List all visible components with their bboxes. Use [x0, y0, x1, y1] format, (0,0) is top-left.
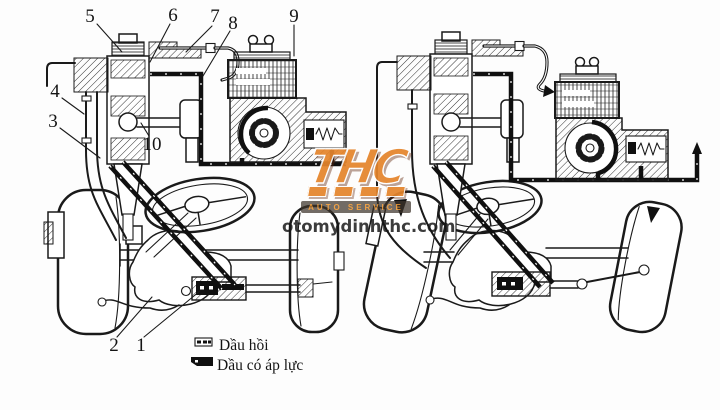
callout-3: 3 — [48, 111, 58, 132]
return-pipe-top-right — [482, 40, 555, 97]
callout-leaders — [59, 23, 295, 338]
power-cylinder-right — [491, 271, 551, 297]
callout-4: 4 — [50, 81, 60, 102]
callout-1: 1 — [136, 335, 146, 356]
callout-9: 9 — [289, 6, 299, 27]
callout-5: 5 — [85, 6, 95, 27]
callout-6: 6 — [168, 5, 178, 26]
legend-label-pressure-oil: Dầu có áp lực — [217, 357, 303, 374]
legend: Dầu hồi Dầu có áp lực — [191, 337, 303, 374]
callout-10: 10 — [143, 134, 162, 155]
legend-pressure-oil: Dầu có áp lực — [191, 357, 303, 374]
pressure-lines-right — [431, 71, 702, 289]
reservoir-and-pump — [227, 34, 347, 165]
steering-wheel — [144, 176, 256, 234]
reservoir-and-pump-right — [554, 56, 669, 181]
callout-2: 2 — [109, 335, 119, 356]
callout-7: 7 — [210, 6, 220, 27]
right-diagram — [362, 31, 702, 334]
return-hoses — [46, 62, 127, 241]
callout-labels: 5 6 7 8 9 4 3 10 2 1 — [48, 5, 299, 356]
legend-label-return-oil: Dầu hồi — [219, 337, 269, 354]
left-front-wheel — [43, 188, 130, 336]
left-diagram: 5 6 7 8 9 4 3 10 2 1 — [43, 5, 347, 356]
control-valve-assembly — [73, 33, 203, 241]
turn-arrow-right — [647, 206, 660, 223]
legend-return-oil: Dầu hồi — [194, 337, 269, 354]
callout-8: 8 — [228, 13, 238, 34]
right-front-wheel — [288, 204, 345, 334]
